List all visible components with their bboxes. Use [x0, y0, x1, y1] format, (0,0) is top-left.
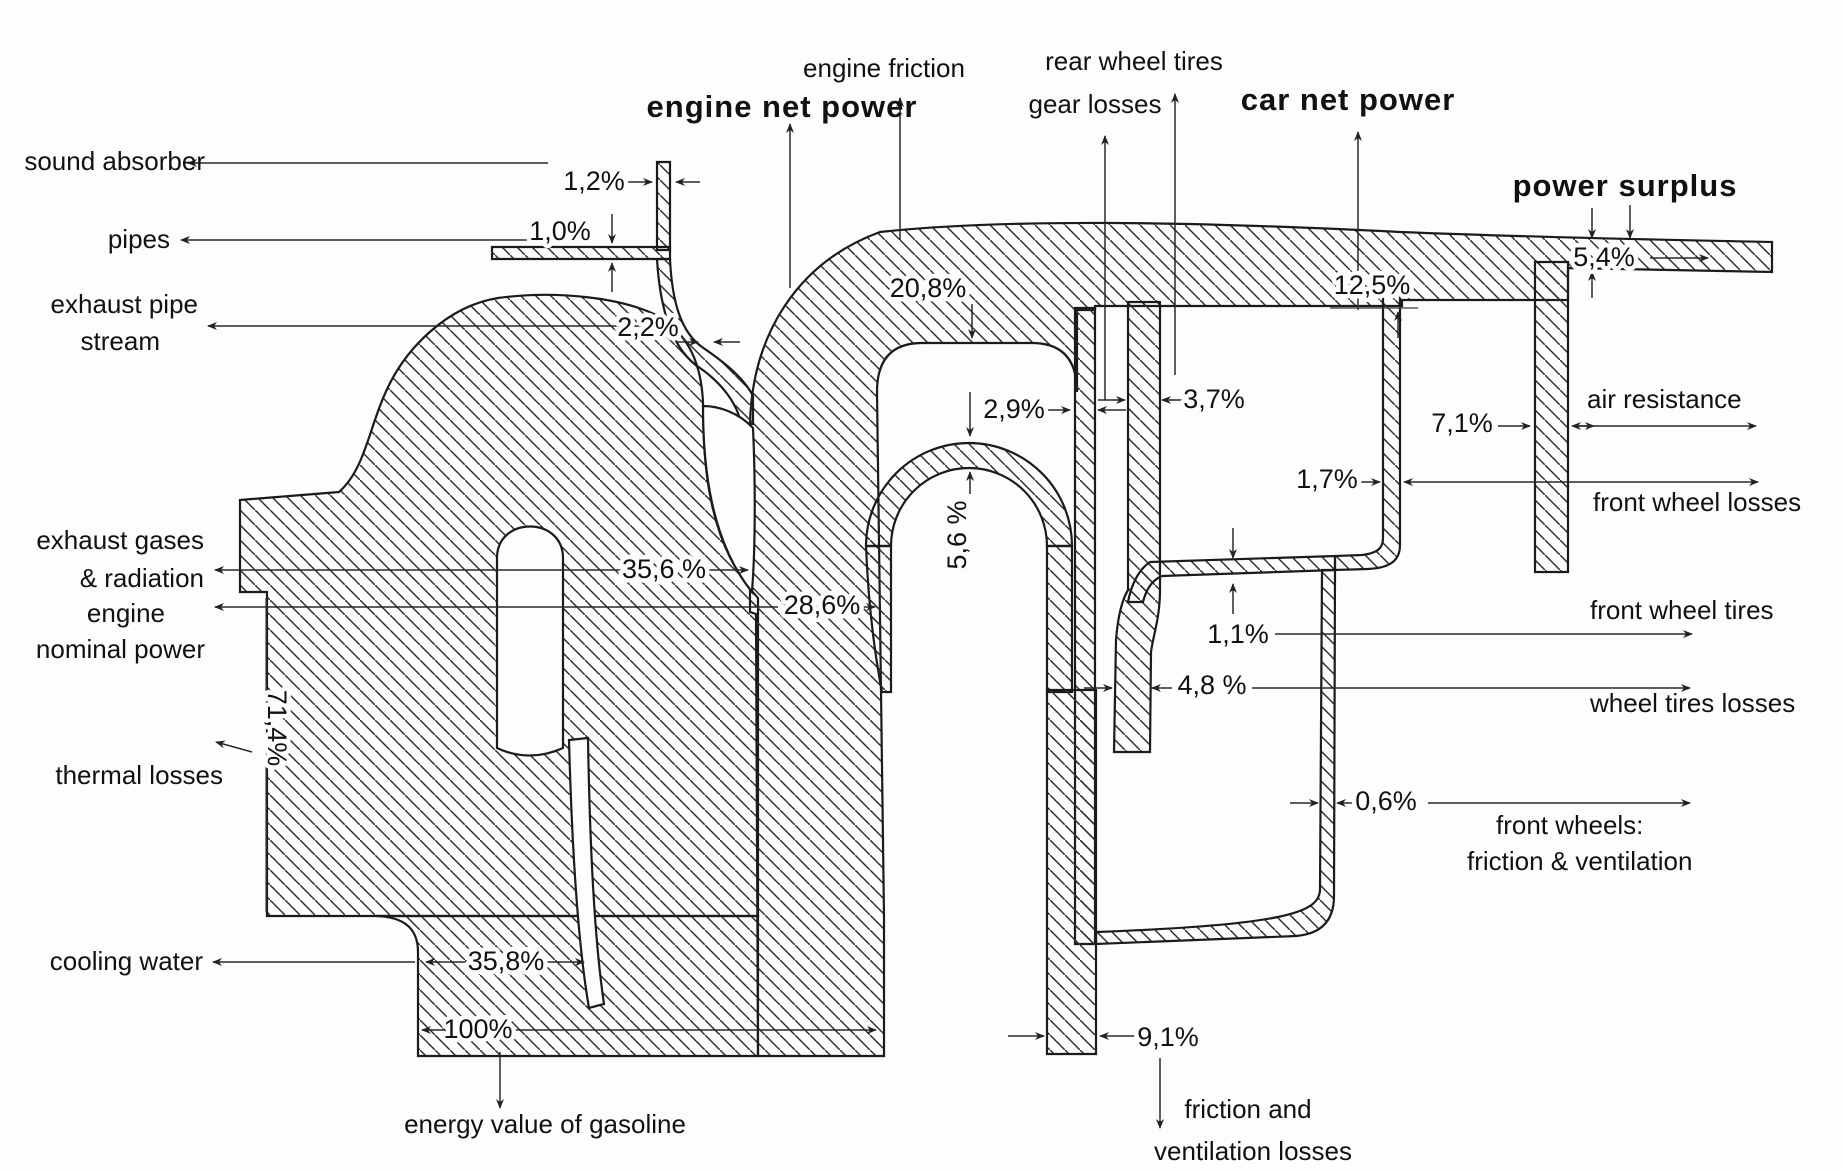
label-car-net-power: car net power	[1241, 82, 1456, 117]
value-5-4: 5,4%	[1573, 242, 1635, 272]
value-71-4: 71,4%	[262, 690, 292, 767]
value-1-2: 1,2%	[563, 166, 625, 196]
label-front-wheels: front wheels:	[1496, 810, 1643, 840]
label-friction-and: friction and	[1184, 1094, 1311, 1124]
label-friction-ventilation: friction & ventilation	[1467, 846, 1692, 876]
flow-front-wheels-band	[1094, 568, 1337, 946]
arrows	[180, 93, 1759, 1129]
value-35-8: 35,8%	[468, 946, 545, 976]
value-20-8: 20,8%	[890, 273, 967, 303]
label-exhaust-gases: exhaust gases	[36, 525, 204, 555]
flow-front-tires-band	[1126, 554, 1337, 604]
flow-shapes	[238, 160, 1774, 1058]
label-rear-wheel-tires: rear wheel tires	[1045, 46, 1223, 76]
flow-air-resistance-band	[1533, 260, 1570, 574]
flow-engine-friction-arch	[864, 441, 1074, 548]
label-nominal-power: nominal power	[36, 634, 205, 664]
label-exhaust-pipe: exhaust pipe	[51, 289, 198, 319]
flow-pipes-band	[490, 245, 672, 261]
label-stream: stream	[81, 326, 160, 356]
value-28-6: 28,6%	[784, 590, 861, 620]
flow-arch-right-leg	[1045, 544, 1074, 694]
notch-arch-channel	[495, 525, 565, 757]
value-0-6: 0,6%	[1355, 786, 1417, 816]
label-ventilation-losses: ventilation losses	[1154, 1136, 1352, 1166]
label-energy-value: energy value of gasoline	[404, 1109, 686, 1139]
label-power-surplus: power surplus	[1513, 168, 1738, 203]
value-2-2: 2,2%	[617, 312, 679, 342]
label-sound-absorber: sound absorber	[24, 146, 205, 176]
label-air-resistance: air resistance	[1587, 384, 1742, 414]
label-engine: engine	[87, 598, 165, 628]
value-5-6: 5,6 %	[942, 500, 972, 569]
flow-rear-tires-band	[1112, 300, 1162, 754]
flow-front-losses-band	[1333, 288, 1402, 572]
value-1-1: 1,1%	[1207, 619, 1269, 649]
notch-channel-tail	[567, 736, 606, 1010]
value-7-1: 7,1%	[1431, 408, 1493, 438]
label-pipes: pipes	[108, 224, 170, 254]
white-channels	[495, 404, 756, 1010]
label-wheel-tires-losses: wheel tires losses	[1589, 688, 1795, 718]
value-1-7: 1,7%	[1296, 464, 1358, 494]
flow-friction-column	[1045, 688, 1098, 1056]
arrow-thermal-losses	[215, 740, 253, 753]
flow-sound-absorber-band	[655, 160, 672, 252]
value-35-6: 35,6 %	[622, 554, 706, 584]
value-9-1: 9,1%	[1137, 1022, 1199, 1052]
value-2-9: 2,9%	[983, 394, 1045, 424]
value-4-8: 4,8 %	[1177, 670, 1246, 700]
label-engine-net-power: engine net power	[647, 89, 918, 124]
notch-dome-gap	[701, 404, 756, 595]
labels-layer: sound absorber pipes exhaust pipe stream exh…	[24, 46, 1801, 1166]
value-1-0: 1,0%	[529, 216, 591, 246]
label-front-wheel-losses: front wheel losses	[1593, 487, 1801, 517]
label-radiation: & radiation	[80, 563, 204, 593]
flow-arch-left-leg	[864, 544, 893, 694]
label-cooling-water: cooling water	[50, 946, 204, 976]
flow-bottom-column	[375, 914, 760, 1058]
flow-exhaust-sband	[655, 257, 755, 426]
label-front-wheel-tires: front wheel tires	[1590, 595, 1774, 625]
value-100: 100%	[443, 1014, 512, 1044]
label-engine-friction: engine friction	[803, 53, 965, 83]
value-3-7: 3,7%	[1183, 384, 1245, 414]
label-gear-losses: gear losses	[1029, 89, 1162, 119]
label-thermal-losses: thermal losses	[55, 760, 223, 790]
value-12-5: 12,5%	[1334, 270, 1411, 300]
